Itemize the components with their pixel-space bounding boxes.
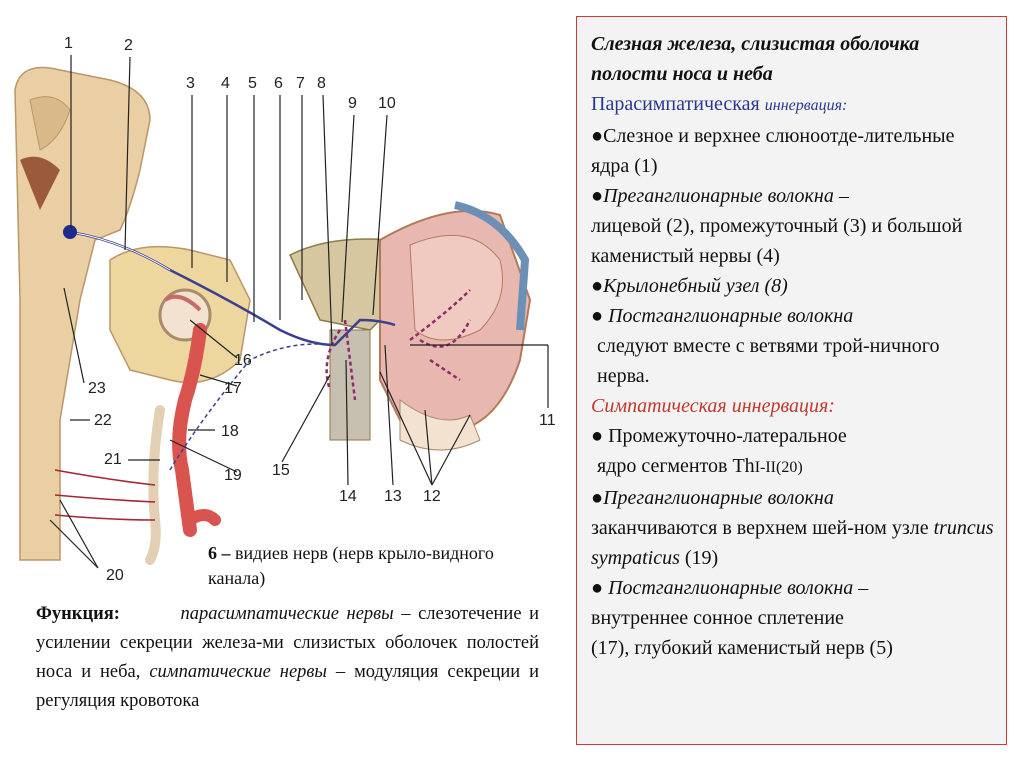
anatomy-diagram: 1 2 3 4 5 6 7 8 9 10 11 12 13 14 15 16 1… [0, 0, 570, 600]
segments-ref: (20) [776, 459, 803, 476]
bullet-symp-post-text: внутреннее сонное сплетение [591, 607, 844, 629]
label-20: 20 [106, 567, 124, 584]
label-11: 11 [539, 412, 556, 429]
bullet-lateral-head: ● Промежуточно-латеральное [591, 425, 847, 447]
label-12: 12 [423, 488, 441, 505]
bullet-preganglionic-head: ●Преганглионарные волокна – [591, 185, 849, 207]
truncus-term: truncus sympaticus [591, 517, 994, 569]
label-16: 16 [234, 352, 252, 369]
function-text-1: – слезотечение и усилении секреции желез… [36, 604, 540, 682]
label-8: 8 [317, 75, 326, 92]
bullet-lateral-text: ядро сегментов ThI-II(20) [591, 451, 996, 483]
label-2: 2 [124, 37, 133, 54]
label-5: 5 [248, 75, 257, 92]
label-3: 3 [186, 75, 195, 92]
function-paragraph: Функция: парасимпатические нервы – слезо… [36, 600, 539, 716]
label-15: 15 [272, 462, 290, 479]
label-10: 10 [378, 95, 396, 112]
label-17: 17 [224, 380, 242, 397]
parasympathetic-term: парасимпатические нервы [180, 604, 394, 624]
label-4: 4 [221, 75, 230, 92]
innervation-panel: Слезная железа, слизистая оболочка полос… [576, 16, 1007, 745]
caption-text: видиев нерв (нерв крыло-видного канала) [208, 543, 494, 588]
label-6: 6 [274, 75, 283, 92]
diagram-caption: 6 – видиев нерв (нерв крыло-видного кана… [208, 541, 548, 591]
function-text-2: – модуляция секреции и регуляция кровото… [36, 662, 539, 711]
label-19: 19 [224, 467, 242, 484]
parasympathetic-heading: Парасимпатическая иннервация: [591, 89, 996, 121]
bullet-postganglionic-text: следуют вместе с ветвями трой-ничного не… [597, 335, 940, 387]
segments-range: I-II [754, 459, 776, 476]
panel-title: Слезная железа, слизистая оболочка полос… [591, 33, 920, 85]
label-22: 22 [94, 412, 112, 429]
parasympathetic-heading-small: иннервация: [764, 97, 848, 114]
parasympathetic-heading-main: Парасимпатическая [591, 93, 760, 115]
petrosal-text: каменистый нерв (5) [712, 637, 893, 659]
sympathetic-heading: Симпатическая иннервация: [591, 395, 835, 417]
deep-term: глубокий [634, 637, 713, 659]
segments-text: ядро сегментов Th [597, 455, 755, 477]
bullet-preganglionic-text: лицевой (2), промежуточный (3) и большой… [591, 215, 963, 267]
bullet-symp-post-head: ● Постганглионарные волокна – [591, 577, 869, 599]
label-7: 7 [296, 75, 305, 92]
plexus-ref: (17), [591, 637, 635, 659]
function-label: Функция: [36, 604, 120, 624]
label-1: 1 [64, 35, 73, 52]
label-14: 14 [339, 488, 357, 505]
bullet-ganglion: ●Крылонебный узел (8) [591, 275, 788, 297]
caption-lead: 6 – [208, 543, 231, 563]
bullet-symp-pre-text: заканчиваются в верхнем шей-ном узле tru… [591, 513, 996, 573]
sympathetic-term: симпатические нервы [149, 662, 327, 682]
label-9: 9 [348, 95, 357, 112]
symp-pre-ref: (19) [679, 547, 719, 569]
anatomy-illustration [14, 55, 549, 569]
label-18: 18 [221, 423, 239, 440]
bullet-postganglionic-head: ● Постганглионарные волокна [591, 305, 854, 327]
label-23: 23 [88, 380, 106, 397]
symp-pre-text: заканчиваются в верхнем шей-ном узле [591, 517, 934, 539]
bullet-symp-pre-head: ●Преганглионарные волокна [591, 487, 834, 509]
bullet-symp-post-text-2: (17), глубокий каменистый нерв (5) [591, 633, 996, 663]
label-21: 21 [104, 451, 122, 468]
label-13: 13 [384, 488, 402, 505]
bullet-nuclei: ●Слезное и верхнее слюноотде-лительные я… [591, 125, 955, 177]
